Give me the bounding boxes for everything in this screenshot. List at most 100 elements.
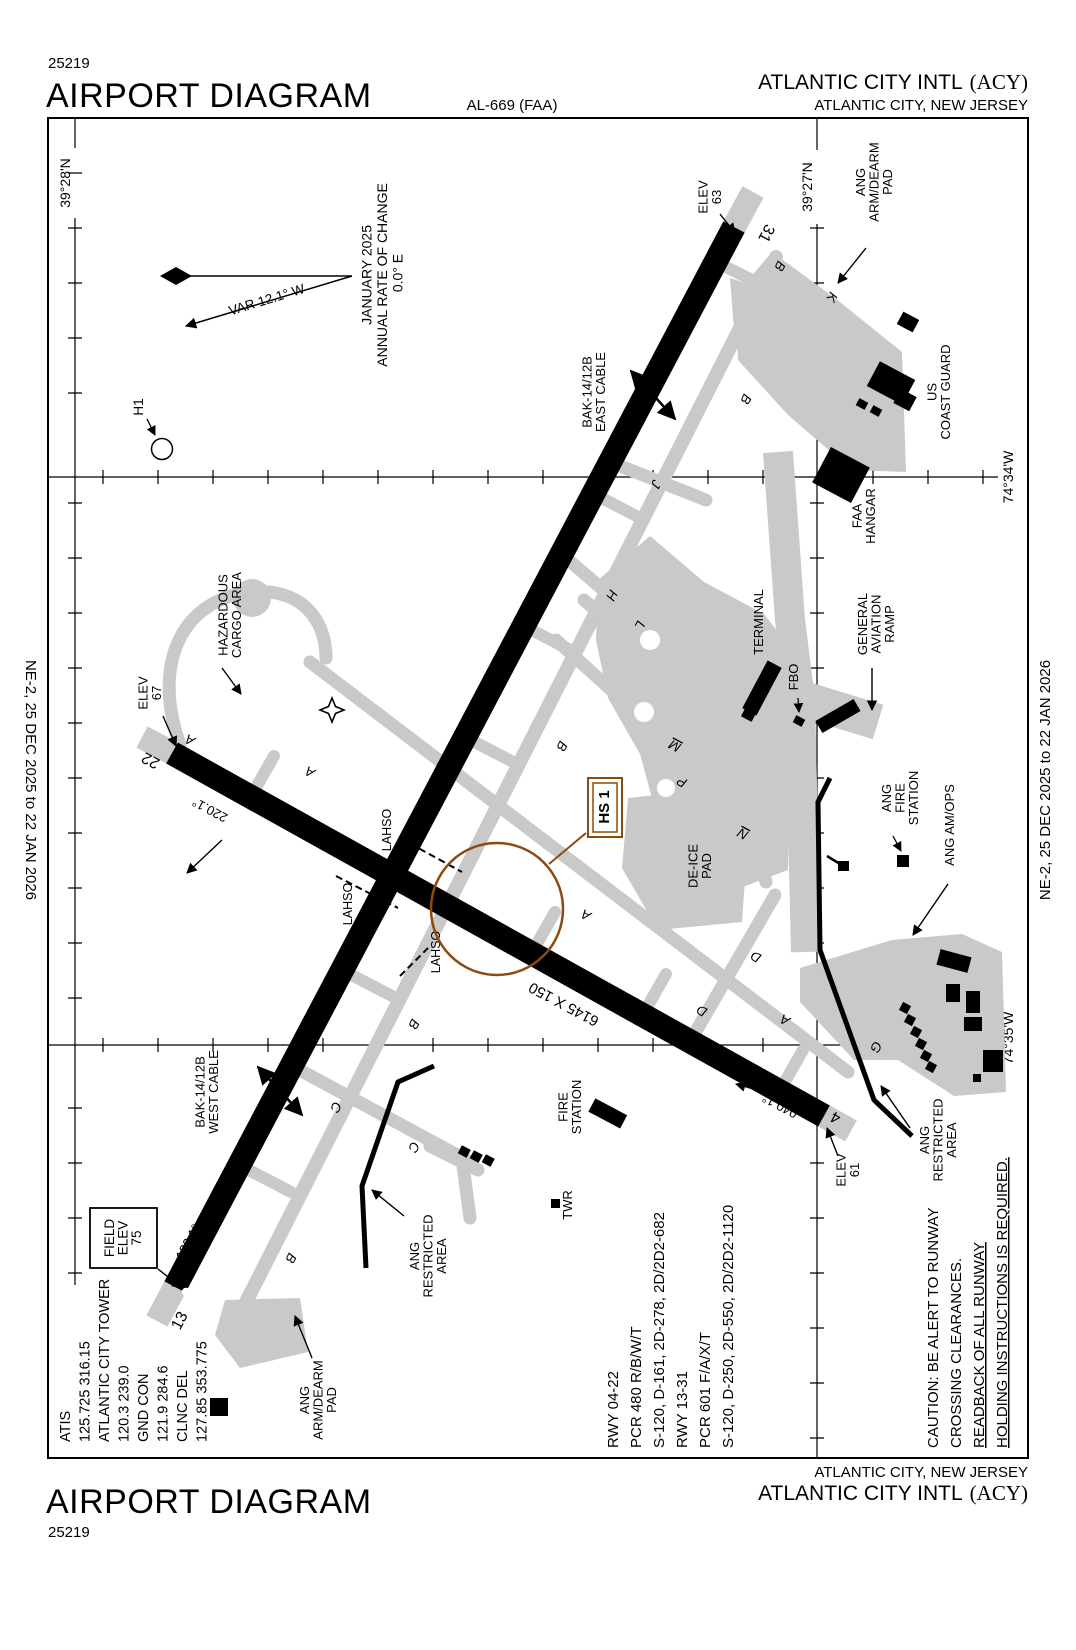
elev-31-label: ELEV63 <box>696 180 725 214</box>
displaced-threshold-dot <box>181 1287 191 1297</box>
ang-ramp <box>800 934 1006 1096</box>
heading-arrow <box>186 839 223 874</box>
deice-pad-label: DE-ICEPAD <box>686 844 715 888</box>
airport-name-top: ATLANTIC CITY INTL(ACY) <box>758 70 1028 94</box>
caution-line: READBACK OF ALL RUNWAY <box>971 1242 988 1448</box>
datis-box <box>210 1398 228 1416</box>
taxiway-letters: B B B B B A A A A C C D D G H J K L M N … <box>182 259 885 1266</box>
label-line: GENERAL <box>855 593 870 655</box>
west-cable-label: BAK-14/12BWEST CABLE <box>193 1050 222 1134</box>
helipad-circle <box>150 437 174 461</box>
ang-building <box>919 1049 933 1063</box>
arm-dearm-top-label: ANGARM/DEARMPAD <box>853 142 895 221</box>
ga-building <box>815 698 861 734</box>
variation-arrow <box>184 275 353 329</box>
taxiway-a-label: A <box>578 906 594 924</box>
label-line: ANG <box>879 784 894 812</box>
leader-arrow <box>293 1315 313 1359</box>
field-elev-rect <box>89 1207 158 1269</box>
label-line: RAMP <box>882 605 897 643</box>
cable-line: BAK-14/12B <box>193 1056 208 1128</box>
elev-line: 61 <box>847 1163 862 1177</box>
cable-line: BAK-14/12B <box>580 356 595 428</box>
label-line: PAD <box>880 169 895 195</box>
runway-data-line: PCR 480 R/B/W/T <box>628 1326 645 1448</box>
label-line: FIRE <box>556 1092 571 1122</box>
caution-line: CROSSING CLEARANCES. <box>948 1258 965 1448</box>
label-line: HANGAR <box>863 488 878 544</box>
fire-station-label: FIRESTATION <box>556 1080 585 1134</box>
label-line: STATION <box>569 1080 584 1134</box>
cable-line: WEST CABLE <box>206 1050 221 1134</box>
small-building <box>855 398 869 410</box>
freq-line: 127.85 353.775 <box>195 1341 211 1442</box>
east-cable-arrow <box>629 369 651 393</box>
lahso-label: LAHSO <box>341 883 355 926</box>
label-line: ANG <box>407 1242 422 1270</box>
label-line: ANG <box>917 1126 932 1154</box>
heading-arrow <box>734 1081 765 1093</box>
label-line: ARM/DEARM <box>311 1360 326 1439</box>
label-line: RESTRICTED <box>931 1098 946 1181</box>
hotspot-hs1 <box>429 777 623 977</box>
chart-code-bottom: 25219 <box>48 1524 90 1541</box>
ang-building <box>964 1017 982 1031</box>
airport-name: ATLANTIC CITY INTL <box>758 1482 963 1505</box>
airport-icao: (ACY) <box>970 70 1028 94</box>
runway-data-line: RWY 04-22 <box>605 1371 622 1448</box>
label-line: HAZARDOUS <box>216 574 231 656</box>
variation-label: VAR 12.1° W <box>227 281 307 318</box>
north-arrow-diamond <box>160 267 192 285</box>
flag-pole <box>826 854 841 866</box>
arm-dearm-pad-top <box>730 278 796 342</box>
lahso-line <box>335 875 399 909</box>
annual-rate-label: JANUARY 2025 ANNUAL RATE OF CHANGE 0.0° … <box>359 179 406 366</box>
edge-note-right: NE-2, 25 DEC 2025 to 22 JAN 2026 <box>1037 660 1054 900</box>
lahso-label: LAHSO <box>380 809 394 852</box>
taxiway-b-label: B <box>737 392 754 407</box>
faa-hangar-label: FAAHANGAR <box>850 488 879 544</box>
runway-heading-220: 220.1° <box>190 794 230 825</box>
fire-station-building <box>588 1098 628 1129</box>
lahso-line <box>399 837 463 873</box>
datis-symbol: D <box>211 1402 226 1411</box>
freq-line: 121.9 284.6 <box>156 1365 172 1442</box>
label-line: FAA <box>850 503 865 528</box>
arresting-cables <box>256 369 677 1117</box>
freq-line: 125.725 316.15 <box>78 1341 94 1442</box>
leader-arrow <box>719 213 736 234</box>
twr-label: TWR <box>560 1190 575 1220</box>
fbo-label: FBO <box>786 664 801 691</box>
ang-building <box>457 1145 471 1158</box>
hotspot-box-inner <box>592 782 618 833</box>
fbo-building <box>792 715 806 727</box>
caution-block: CAUTION: BE ALERT TO RUNWAY CROSSING CLE… <box>925 1157 1011 1448</box>
apron-notch <box>634 702 654 722</box>
lat-label-right: 39°27'N <box>799 162 815 212</box>
leader-arrow <box>892 835 902 852</box>
faa-hangar-building <box>812 447 870 503</box>
lon-label-top: 74°34'W <box>1000 450 1016 503</box>
runway-b-connectors <box>233 256 774 1198</box>
annual-rate-line: JANUARY 2025 <box>359 225 375 325</box>
hotspot-circle <box>429 841 565 977</box>
flag-building <box>838 861 849 871</box>
east-cable-arrow <box>655 397 677 421</box>
fence-right <box>815 776 914 1138</box>
west-cable-arrow <box>282 1093 304 1117</box>
label-line: DE-ICE <box>686 844 701 888</box>
label-line: STATION <box>906 771 921 825</box>
elev-line: ELEV <box>834 1153 849 1187</box>
ang-building <box>469 1150 483 1163</box>
compass: VAR 12.1° W <box>160 267 353 329</box>
helipad-label: H1 <box>131 398 146 415</box>
ang-fire-label: ANGFIRESTATION <box>879 771 921 825</box>
uscg-label: USCOAST GUARD <box>925 344 954 439</box>
edge-note-left: NE-2, 25 DEC 2025 to 22 JAN 2026 <box>22 660 39 900</box>
deice-pad-pavement <box>622 788 748 930</box>
runway-a-connectors <box>244 750 809 1098</box>
annual-rate-line: 0.0° E <box>390 254 406 292</box>
freq-line: ATLANTIC CITY TOWER <box>97 1279 113 1442</box>
elev-22-label: ELEV67 <box>136 676 165 710</box>
ang-fire-station-building <box>897 855 909 867</box>
